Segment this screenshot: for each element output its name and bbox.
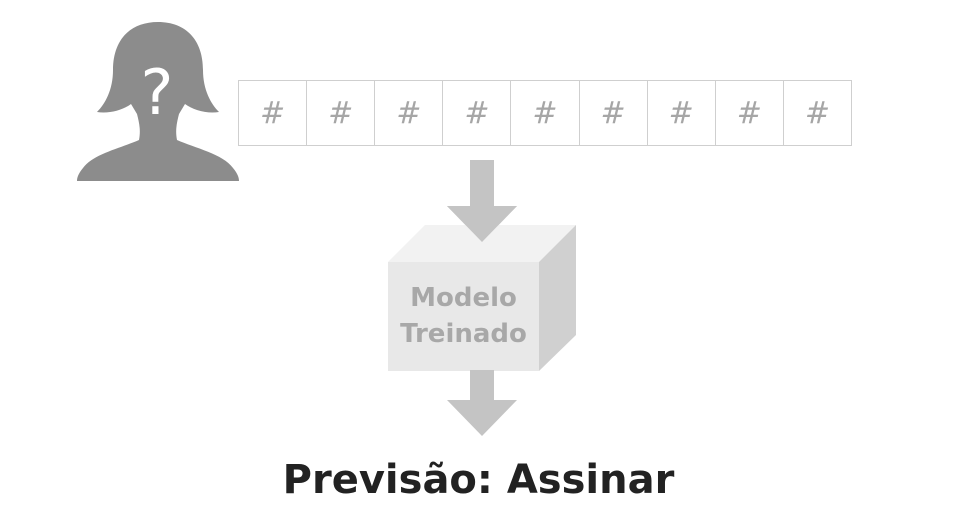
feature-vector: # # # # # # # # #: [238, 80, 852, 146]
feature-cell: #: [714, 80, 784, 146]
model-label: Modelo Treinado: [388, 262, 539, 370]
feature-cell: #: [782, 80, 852, 146]
unknown-person-icon: ?: [77, 22, 239, 181]
feature-cell: #: [578, 80, 648, 146]
question-mark-glyph: ?: [141, 56, 174, 129]
feature-cell: #: [374, 80, 444, 146]
feature-cell: #: [306, 80, 376, 146]
feature-cell: #: [442, 80, 512, 146]
feature-cell: #: [510, 80, 580, 146]
feature-cell: #: [646, 80, 716, 146]
model-label-line2: Treinado: [400, 319, 527, 349]
arrow-down-icon: [447, 370, 517, 436]
model-label-line1: Modelo: [410, 283, 517, 313]
feature-cell: #: [238, 80, 308, 146]
model-box-icon: [388, 225, 576, 371]
prediction-text: Previsão: Assinar: [282, 457, 675, 503]
